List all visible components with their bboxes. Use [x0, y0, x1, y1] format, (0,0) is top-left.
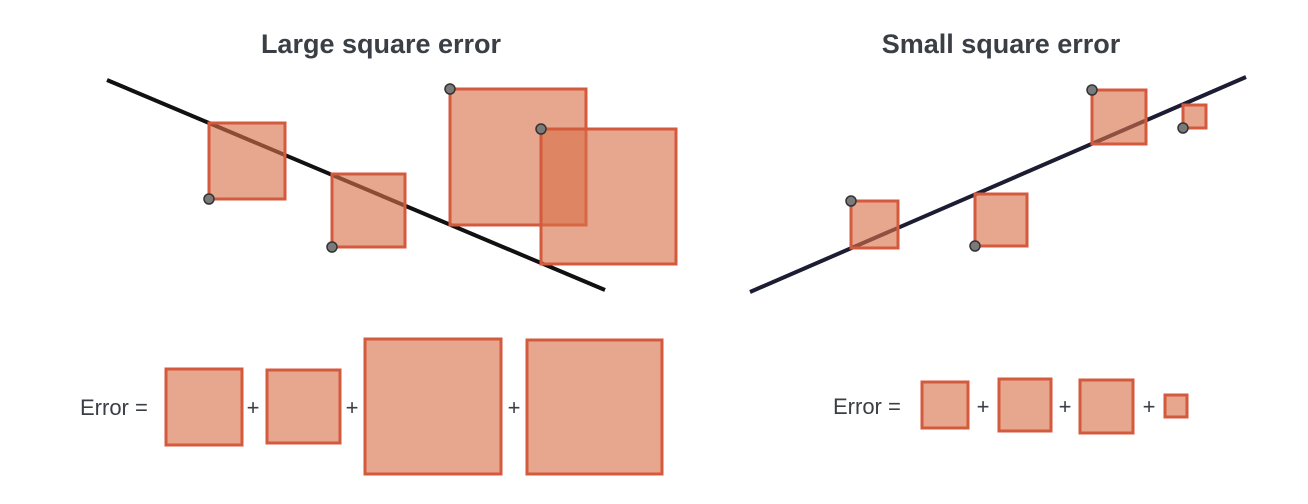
large-error-equation-lhs: Error = [80, 395, 148, 420]
small-error-equation: Error = + + + [833, 377, 1189, 435]
large-error-data-point-3 [444, 83, 456, 95]
large-error-title: Large square error [261, 29, 502, 59]
large-error-equation: Error = + + + [80, 337, 664, 476]
small-error-plus-3: + [1143, 394, 1156, 419]
large-error-square-2 [330, 172, 407, 249]
small-error-data-point-2 [969, 240, 981, 252]
large-error-sum-square-4 [525, 338, 664, 476]
large-error-square-4 [539, 127, 678, 266]
large-error-panel: Large square error Error = + + + [80, 29, 678, 476]
small-error-square-4 [1181, 103, 1208, 130]
small-error-data-point-1 [845, 195, 857, 207]
small-error-square-2 [973, 192, 1029, 248]
large-error-data-point-2 [326, 241, 338, 253]
small-error-sum-square-2 [997, 377, 1053, 433]
large-error-data-point-1 [203, 193, 215, 205]
small-error-plus-2: + [1059, 394, 1072, 419]
large-error-sum-square-1 [164, 367, 244, 447]
small-error-sum-square-3 [1078, 378, 1135, 435]
large-error-plus-2: + [346, 395, 359, 420]
small-error-plus-1: + [977, 394, 990, 419]
small-error-data-point-4 [1177, 122, 1189, 134]
small-error-panel: Small square error Error = + + + [749, 29, 1247, 435]
large-error-data-point-4 [535, 123, 547, 135]
small-error-square-3 [1090, 88, 1148, 146]
small-error-fit-line [749, 75, 1247, 294]
small-error-equation-lhs: Error = [833, 394, 901, 419]
small-error-square-1 [849, 199, 900, 250]
large-error-sum-square-3 [363, 337, 503, 476]
large-error-sum-square-2 [265, 368, 342, 445]
large-error-plus-1: + [247, 395, 260, 420]
small-error-data-point-3 [1086, 84, 1098, 96]
large-error-square-1 [207, 121, 287, 201]
small-error-sum-square-1 [920, 380, 970, 430]
small-error-title: Small square error [882, 29, 1121, 59]
large-error-plus-3: + [508, 395, 521, 420]
small-error-sum-square-4 [1163, 393, 1189, 419]
